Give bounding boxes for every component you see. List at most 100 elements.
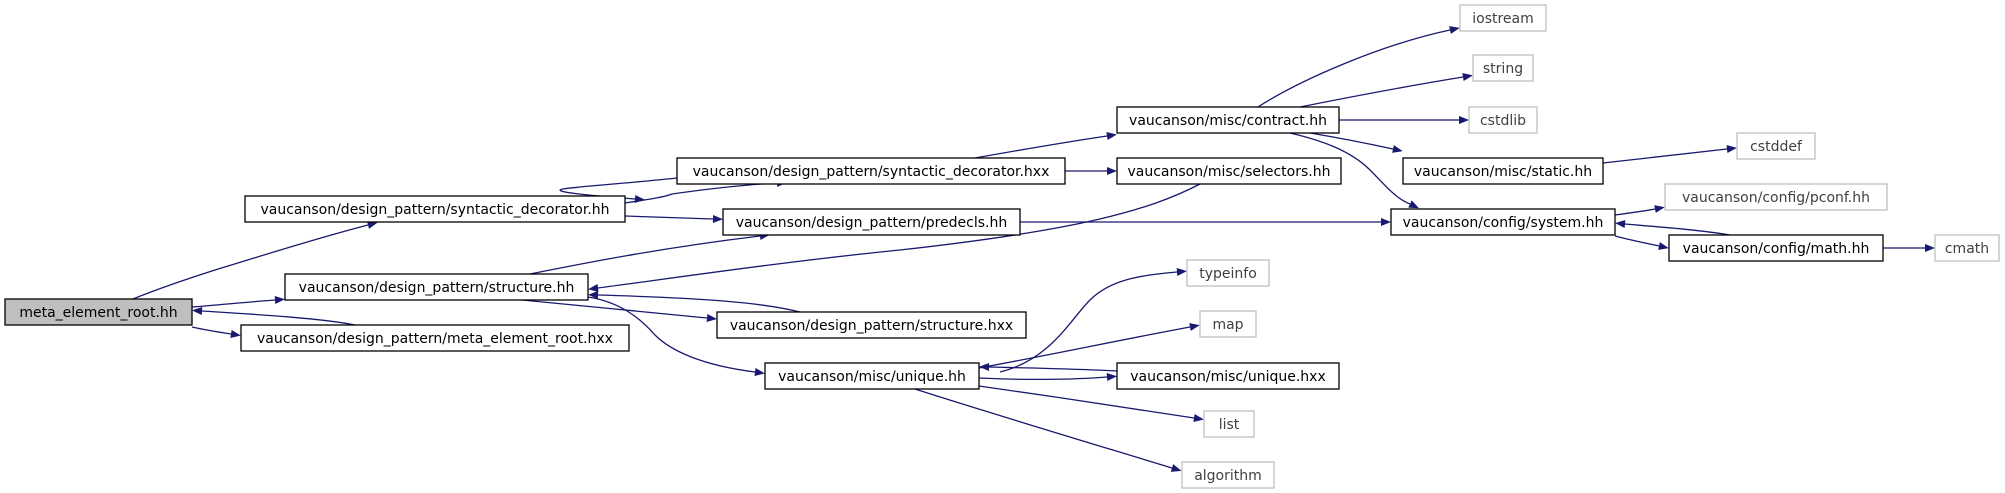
edge-contract-to-system-hh (1289, 132, 1411, 205)
arrowhead-syntactic-decorator-hxx-to-hh (634, 195, 645, 203)
node-string[interactable]: string (1472, 54, 1534, 82)
edge-structure-hh-to-unique-hh (587, 296, 756, 373)
node-math-hh[interactable]: vaucanson/config/math.hh (1668, 234, 1884, 262)
edge-unique-hh-to-unique-hxx (978, 376, 1108, 381)
arrowhead-structure-hxx-to-structure-hh (588, 291, 599, 299)
node-label: vaucanson/config/math.hh (1683, 241, 1870, 257)
node-iostream[interactable]: iostream (1459, 4, 1547, 32)
edge-unique-hh-to-list (978, 385, 1195, 419)
node-cmath[interactable]: cmath (1934, 234, 2000, 262)
node-label: vaucanson/design_pattern/syntactic_decor… (260, 202, 609, 218)
arrowhead-structure-hh-to-unique-hh (754, 368, 765, 376)
edge-unique-hh-to-typeinfo (999, 271, 1178, 373)
node-label: list (1219, 417, 1240, 433)
node-label: vaucanson/config/system.hh (1403, 215, 1604, 231)
arrowhead-contract-to-system-hh (1408, 200, 1420, 209)
node-unique-hxx[interactable]: vaucanson/misc/unique.hxx (1116, 362, 1340, 390)
node-label: cmath (1945, 241, 1989, 257)
arrowhead-unique-hh-to-list (1193, 414, 1204, 422)
edge-root-to-meta-element-root-hxx (191, 326, 232, 335)
arrowhead-structure-hh-to-structure-hxx (706, 314, 717, 322)
node-label: vaucanson/design_pattern/structure.hh (299, 280, 575, 296)
arrowhead-contract-to-string (1462, 73, 1473, 81)
arrowhead-root-to-syntactic-decorator-hh (366, 221, 378, 229)
arrowhead-unique-hxx-to-unique-hh (979, 363, 990, 371)
edge-contract-to-static-hh (1309, 132, 1394, 150)
edge-meta-element-root-hxx-to-root (201, 310, 356, 326)
edge-math-to-system (1624, 223, 1731, 236)
edge-structure-hh-to-structure-hxx (521, 299, 708, 319)
node-label: vaucanson/misc/unique.hxx (1130, 369, 1325, 385)
edge-structure-hh-to-predecls (529, 235, 761, 275)
node-label: vaucanson/misc/static.hh (1414, 164, 1592, 180)
node-label: cstddef (1750, 139, 1803, 155)
edge-syntactic-decorator-hh-to-predecls (624, 215, 714, 220)
edge-unique-hxx-to-unique-hh (988, 366, 1118, 372)
edge-contract-to-iostream (1257, 29, 1451, 108)
node-label: meta_element_root.hh (19, 305, 177, 321)
edge-selectors-hh-to-structure-hh (597, 183, 1201, 289)
node-structure-hh[interactable]: vaucanson/design_pattern/structure.hh (284, 273, 589, 301)
arrowhead-selectors-hh-to-structure-hh (588, 284, 599, 292)
node-syntactic-decorator-hxx[interactable]: vaucanson/design_pattern/syntactic_decor… (676, 157, 1066, 185)
edge-unique-hh-to-map (978, 326, 1191, 369)
node-label: vaucanson/config/pconf.hh (1682, 190, 1870, 206)
arrowhead-system-to-pconf (1654, 205, 1665, 213)
arrowhead-math-to-system (1615, 220, 1626, 228)
arrowhead-unique-hh-to-algorithm (1170, 464, 1182, 472)
node-label: string (1483, 61, 1523, 77)
arrowhead-contract-to-iostream (1449, 26, 1460, 34)
node-cstddef[interactable]: cstddef (1736, 132, 1816, 160)
node-cstdlib[interactable]: cstdlib (1468, 106, 1538, 134)
node-label: vaucanson/misc/unique.hh (778, 369, 966, 385)
node-algorithm[interactable]: algorithm (1181, 461, 1275, 489)
node-label: vaucanson/design_pattern/syntactic_decor… (693, 164, 1050, 180)
edge-unique-hh-to-algorithm (914, 388, 1173, 469)
edge-system-to-pconf (1614, 208, 1656, 216)
node-map[interactable]: map (1199, 310, 1257, 338)
node-label: map (1212, 317, 1243, 333)
arrowhead-syntactic-decorator-hh-to-predecls (712, 215, 723, 223)
node-label: iostream (1472, 11, 1534, 27)
arrowhead-unique-hh-to-typeinfo (1176, 268, 1187, 276)
edge-syntactic-decorator-hxx-to-hh (559, 177, 678, 200)
edge-static-to-cstddef (1602, 148, 1728, 164)
node-typeinfo[interactable]: typeinfo (1186, 259, 1270, 287)
graph-edges (132, 26, 1935, 472)
edge-syntactic-decorator-hh-to-hxx (624, 182, 778, 204)
node-pconf-hh[interactable]: vaucanson/config/pconf.hh (1664, 183, 1888, 211)
arrowhead-unique-hh-to-map (1189, 323, 1200, 331)
arrowhead-syntactic-decorator-hxx-to-selectors (1107, 167, 1117, 175)
node-label: typeinfo (1199, 266, 1257, 282)
node-predecls-hh[interactable]: vaucanson/design_pattern/predecls.hh (722, 208, 1021, 236)
arrowhead-contract-to-static-hh (1392, 145, 1403, 153)
arrowhead-contract-to-cstdlib (1459, 116, 1469, 124)
node-selectors-hh[interactable]: vaucanson/misc/selectors.hh (1116, 157, 1342, 185)
arrowhead-system-to-math (1658, 242, 1669, 250)
edge-root-to-syntactic-decorator-hh (132, 224, 369, 300)
node-contract-hh[interactable]: vaucanson/misc/contract.hh (1116, 106, 1340, 134)
node-label: vaucanson/misc/selectors.hh (1128, 164, 1331, 180)
node-syntactic-decorator-hh[interactable]: vaucanson/design_pattern/syntactic_decor… (244, 195, 626, 223)
node-meta-element-root-hh[interactable]: meta_element_root.hh (4, 298, 193, 326)
arrowhead-predecls-to-system-hh (1381, 218, 1391, 226)
node-unique-hh[interactable]: vaucanson/misc/unique.hh (764, 362, 980, 390)
edge-system-to-math (1614, 235, 1660, 247)
arrowhead-meta-element-root-hxx-to-root (192, 307, 203, 315)
edge-contract-to-string (1299, 76, 1464, 108)
node-label: cstdlib (1480, 113, 1526, 129)
node-label: vaucanson/design_pattern/meta_element_ro… (257, 331, 613, 347)
arrowhead-root-to-meta-element-root-hxx (230, 330, 241, 338)
node-static-hh[interactable]: vaucanson/misc/static.hh (1402, 157, 1604, 185)
node-label: vaucanson/design_pattern/predecls.hh (736, 215, 1007, 231)
arrowhead-syntactic-decorator-hxx-to-contract (1106, 132, 1117, 140)
node-structure-hxx[interactable]: vaucanson/design_pattern/structure.hxx (716, 311, 1027, 339)
node-system-hh[interactable]: vaucanson/config/system.hh (1390, 208, 1616, 236)
node-label: vaucanson/design_pattern/structure.hxx (730, 318, 1013, 334)
edge-root-to-structure-hh (191, 299, 276, 308)
node-label: vaucanson/misc/contract.hh (1129, 113, 1327, 129)
arrowhead-math-to-cmath (1925, 244, 1935, 252)
node-meta-element-root-hxx[interactable]: vaucanson/design_pattern/meta_element_ro… (240, 324, 630, 352)
node-list[interactable]: list (1203, 410, 1255, 438)
